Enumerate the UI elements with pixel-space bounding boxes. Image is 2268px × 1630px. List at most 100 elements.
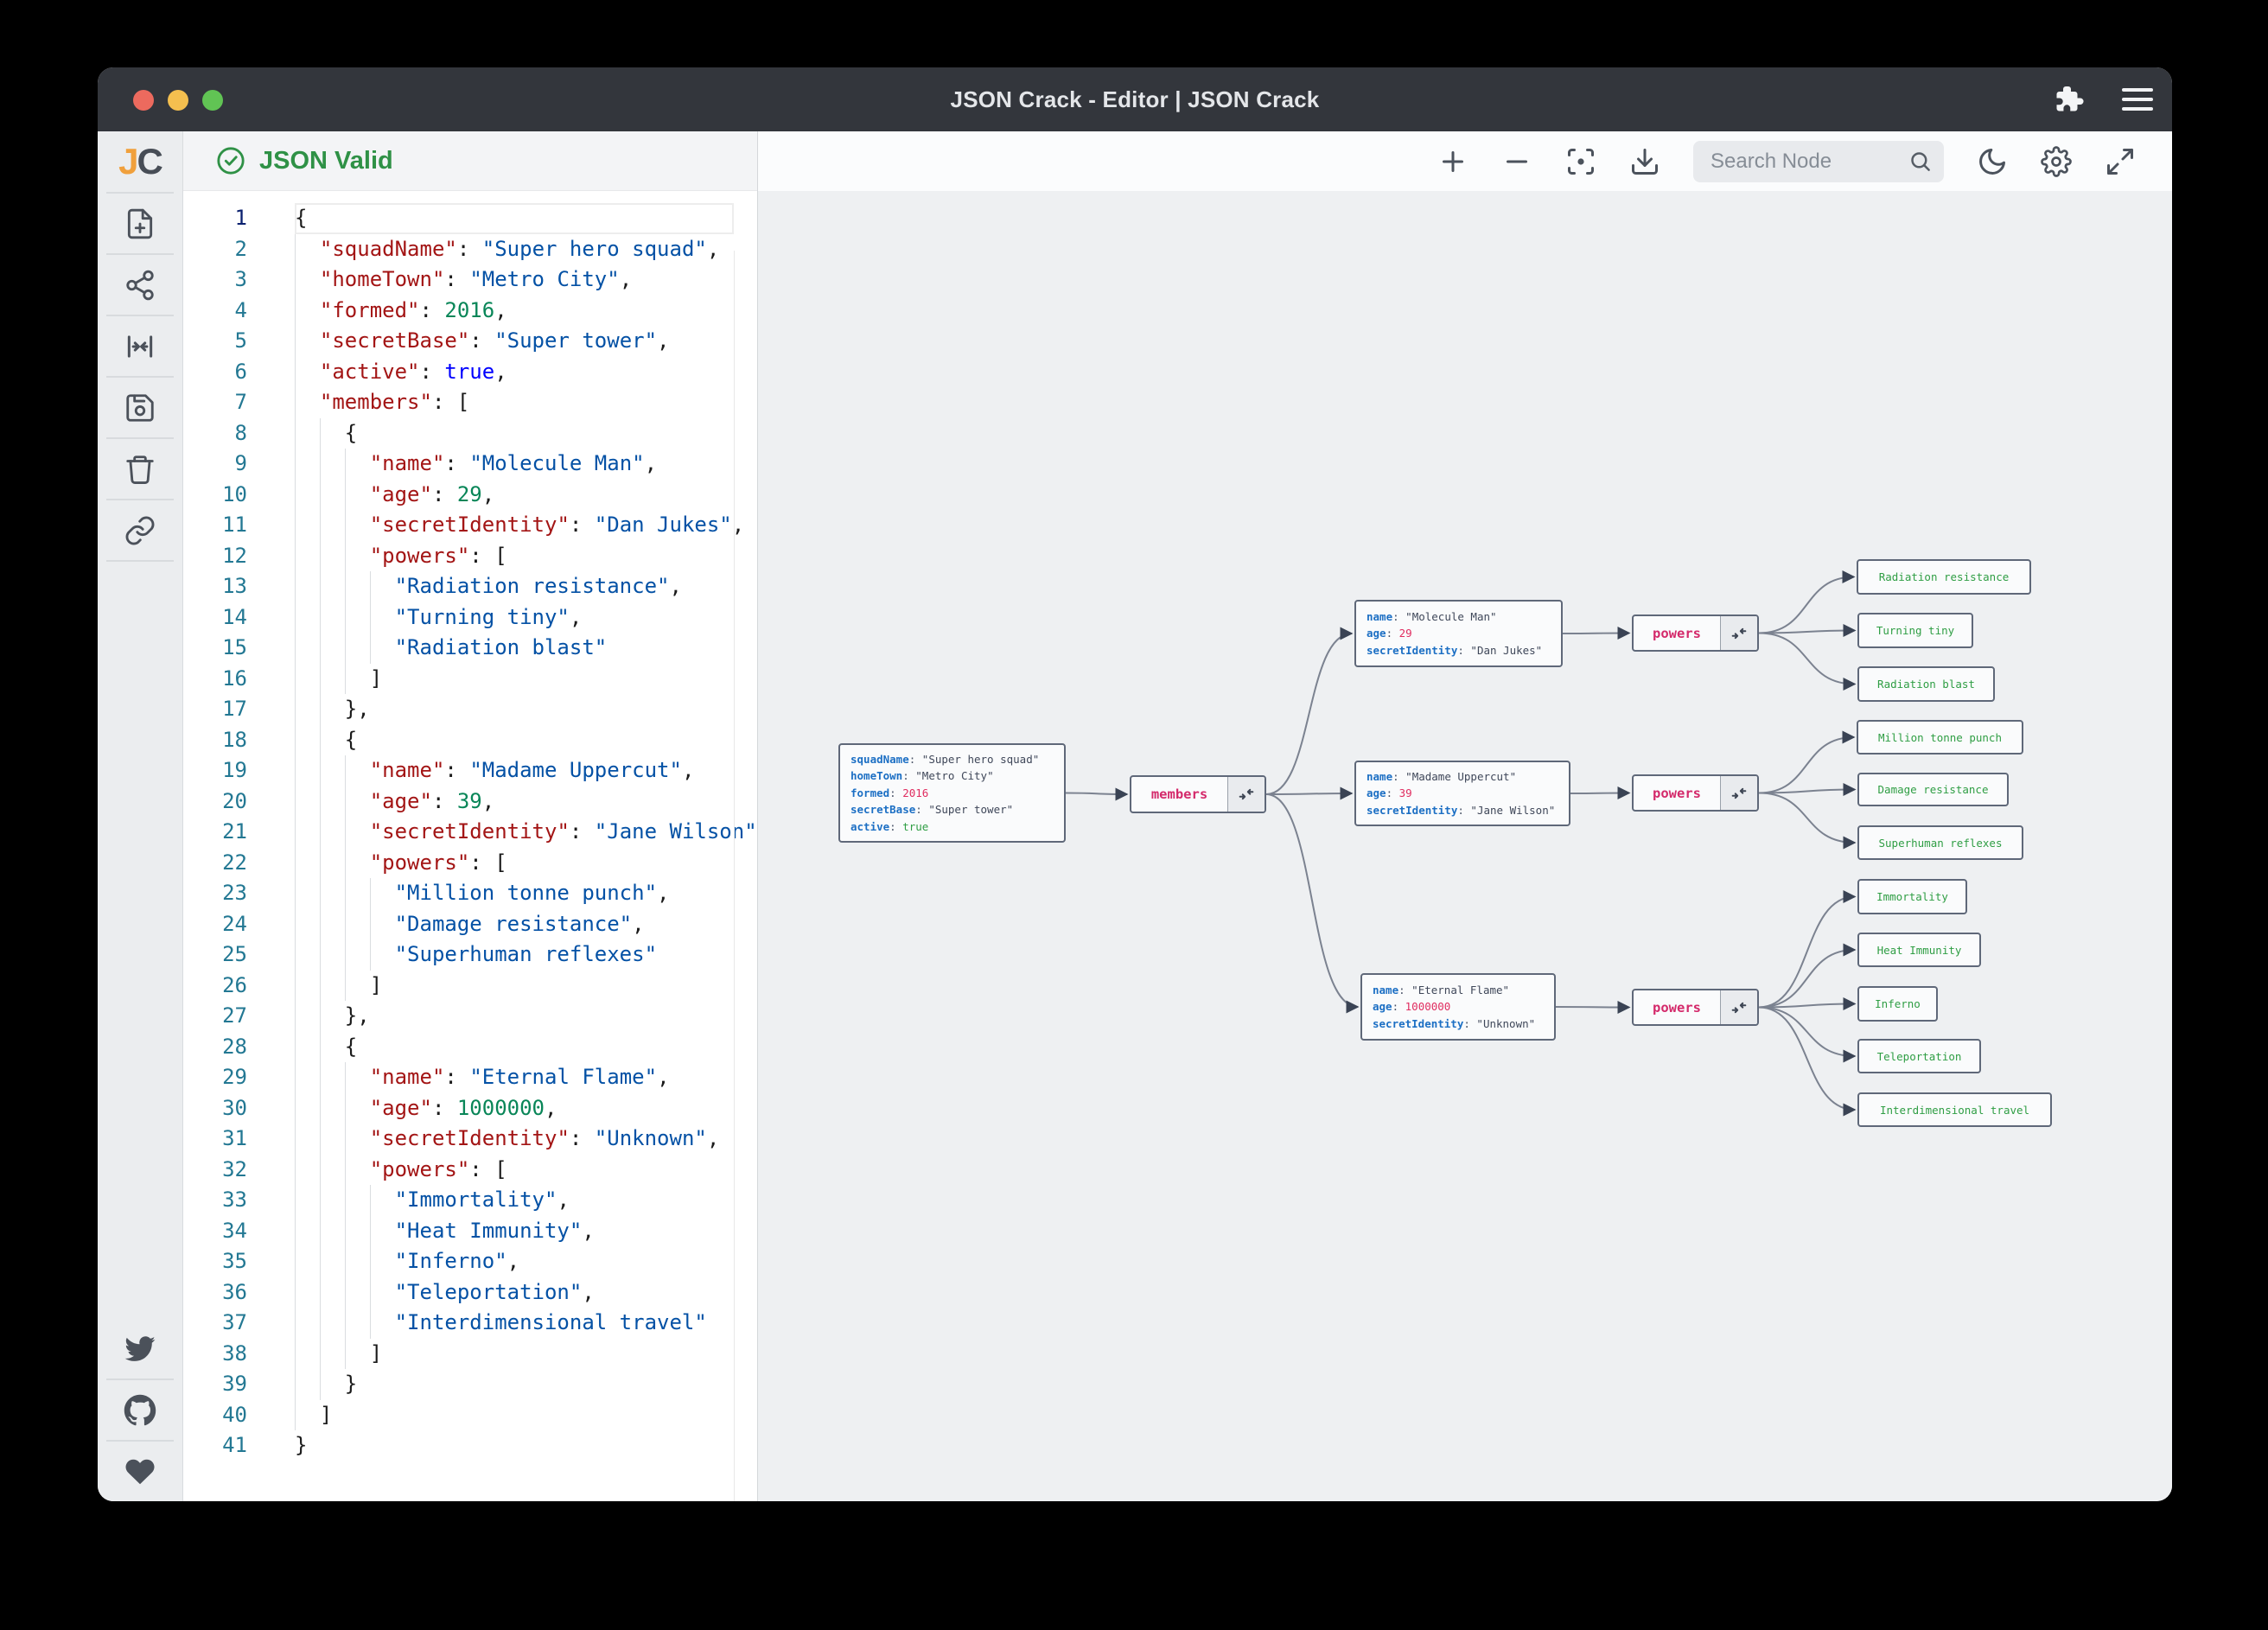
save-button[interactable] [98,378,183,437]
indent-guide [295,908,296,939]
minimize-window-button[interactable] [168,90,188,111]
graph-node-p1[interactable]: powers [1632,614,1759,652]
indent-guide [295,694,296,725]
github-button[interactable] [98,1380,183,1440]
line-number: 15 [222,635,247,659]
indent-guide [369,1215,371,1246]
indent-guide [295,1277,296,1308]
graph-node-root[interactable]: squadName: "Super hero squad"homeTown: "… [838,743,1066,843]
indent-guide [369,1246,371,1277]
collapse-node-icon [1731,627,1747,639]
dark-mode-toggle[interactable] [1977,146,2008,177]
code-line: "name": "Madame Uppercut", [295,755,758,786]
graph-node-l7[interactable]: Immortality [1857,879,1967,914]
indent-guide [319,1215,321,1246]
collapse-node-button[interactable] [1227,777,1265,812]
collapse-node-button[interactable] [1720,776,1757,810]
graph-node-l10[interactable]: Teleportation [1857,1039,1981,1073]
graph-node-l11[interactable]: Interdimensional travel [1857,1092,2052,1127]
graph-node-l8[interactable]: Heat Immunity [1857,933,1981,967]
line-number: 11 [222,513,247,537]
graph-node-l1[interactable]: Radiation resistance [1857,559,2031,595]
search-node-box[interactable] [1693,140,1944,182]
indent-guide [319,817,321,848]
graph-node-l5[interactable]: Damage resistance [1857,773,2009,806]
graph-node-p3[interactable]: powers [1632,989,1759,1026]
indent-guide [295,326,296,357]
code-line: "squadName": "Super hero squad", [295,233,758,264]
collapse-horizontal-icon [127,334,153,358]
graph-node-p2[interactable]: powers [1632,774,1759,812]
zoom-out-button[interactable] [1501,146,1532,177]
code-line: "age": 29, [295,479,758,510]
leaf-node-label: Radiation blast [1877,678,1975,691]
zoom-window-button[interactable] [202,90,223,111]
indent-guide [319,878,321,909]
download-image-button[interactable] [1629,146,1660,177]
code-line: "Radiation blast" [295,633,758,664]
close-window-button[interactable] [133,90,154,111]
indent-guide [295,571,296,602]
divider [106,376,174,378]
indent-guide [344,449,346,480]
line-number: 38 [222,1340,247,1366]
leaf-node-label: Immortality [1876,890,1948,903]
indent-guide [369,1277,371,1308]
node-row: age: 29 [1367,627,1412,640]
graph-view-button[interactable] [98,255,183,315]
delete-button[interactable] [98,439,183,499]
line-number: 13 [222,574,247,598]
share-link-button[interactable] [98,500,183,560]
center-view-button[interactable] [98,316,183,376]
line-number: 1 [234,206,247,230]
indent-guide [344,1185,346,1216]
fullscreen-button[interactable] [2105,146,2136,177]
graph-edge [1758,792,1857,850]
line-number: 12 [222,543,247,568]
graph-node-l3[interactable]: Radiation blast [1857,666,1995,702]
collapse-node-button[interactable] [1720,990,1757,1024]
center-graph-button[interactable] [1565,146,1596,177]
editor-scrollbar[interactable] [734,251,735,1501]
extensions-icon[interactable] [2053,84,2084,115]
code-line: "powers": [ [295,540,758,571]
node-row: secretIdentity: "Unknown" [1373,1016,1536,1030]
code-line: "secretIdentity": "Unknown", [295,1124,758,1155]
line-number: 37 [222,1310,247,1334]
graph-node-l4[interactable]: Million tonne punch [1857,720,2023,755]
graph-canvas[interactable]: squadName: "Super hero squad"homeTown: "… [758,191,2172,1501]
graph-node-members[interactable]: members [1130,775,1266,813]
settings-button[interactable] [2041,145,2072,177]
node-row: name: "Madame Uppercut" [1367,769,1517,783]
new-file-button[interactable] [98,194,183,253]
leaf-node-label: Turning tiny [1876,624,1955,637]
indent-guide [295,233,296,264]
focus-icon [1568,148,1594,175]
indent-guide [295,724,296,755]
code-line: "Million tonne punch", [295,878,758,909]
collapse-node-button[interactable] [1720,616,1757,650]
sponsor-button[interactable] [98,1442,183,1501]
code-line: { [295,724,758,755]
twitter-button[interactable] [98,1319,183,1378]
graph-node-l6[interactable]: Superhuman reflexes [1857,825,2023,860]
indent-guide [344,786,346,817]
search-node-input[interactable] [1709,148,1908,175]
indent-guide [295,1092,296,1124]
zoom-in-button[interactable] [1437,146,1468,177]
window-title: JSON Crack - Editor | JSON Crack [950,86,1320,112]
graph-node-l2[interactable]: Turning tiny [1857,613,1973,648]
graph-edge [1555,1000,1631,1014]
node-row: name: "Molecule Man" [1367,609,1497,623]
indent-guide [295,663,296,694]
hamburger-menu-icon[interactable] [2122,84,2153,115]
panel-divider[interactable] [757,131,758,1501]
graph-node-l9[interactable]: Inferno [1857,986,1938,1022]
code-area[interactable]: { "squadName": "Super hero squad", "home… [295,191,758,1501]
line-number: 33 [222,1187,247,1212]
